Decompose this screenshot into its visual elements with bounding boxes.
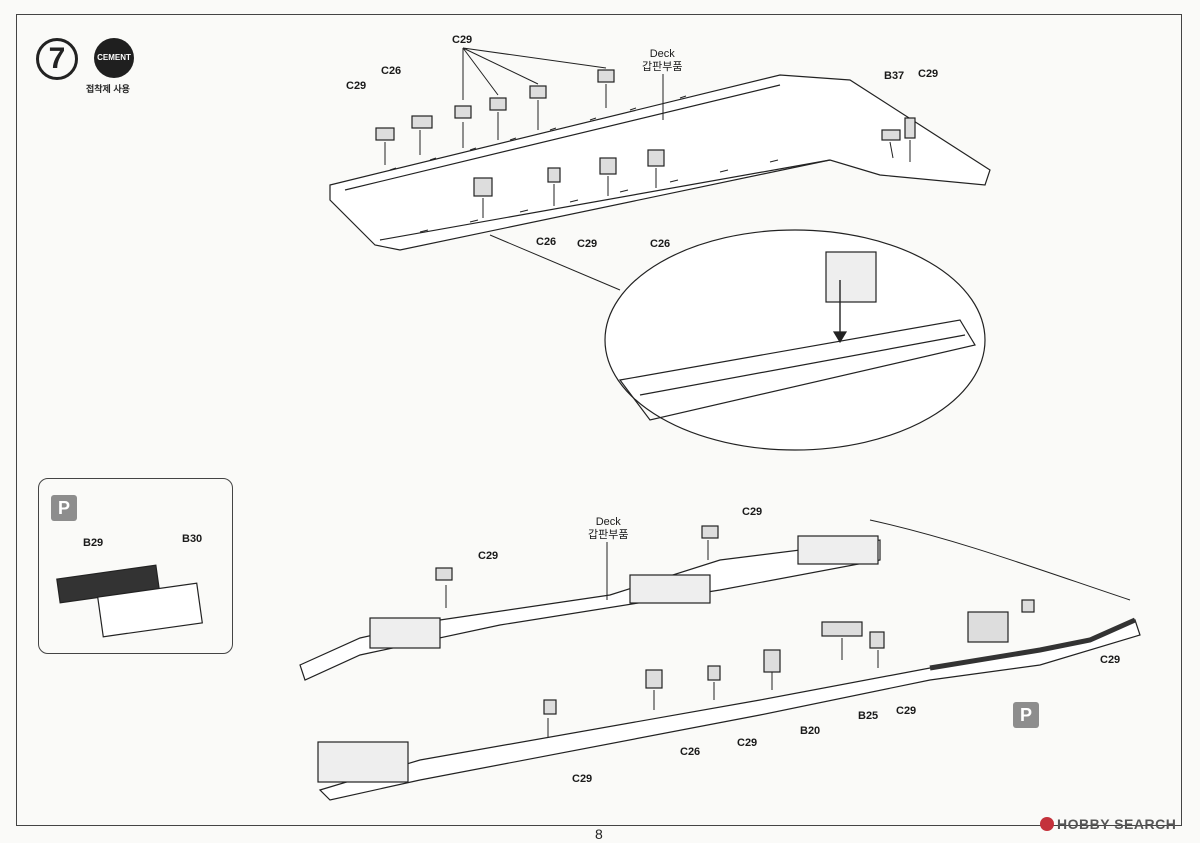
- part-label-c29-lower6: C29: [896, 705, 917, 717]
- step-number-circle: 7: [36, 38, 78, 80]
- lower-p-badge: P: [1013, 702, 1039, 728]
- part-label-b20: B20: [800, 725, 821, 737]
- part-label-b25: B25: [858, 710, 879, 722]
- part-label-b29: B29: [83, 537, 104, 549]
- part-label-c26-pair: C26: [650, 238, 671, 250]
- watermark-text: HOBBY SEARCH: [1057, 816, 1177, 832]
- deck-label-en: Deck: [649, 48, 675, 60]
- part-label-c29-lower2: C29: [742, 506, 763, 518]
- part-label-c29-right: C29: [918, 68, 939, 80]
- deck-label-lower-en: Deck: [595, 516, 621, 528]
- part-label-c26-mid: C26: [536, 236, 557, 248]
- page-number: 8: [595, 826, 603, 842]
- part-label-c29-left: C29: [346, 80, 367, 92]
- deck-label-lower: Deck 갑판부품: [588, 516, 628, 542]
- deck-label-lower-ko: 갑판부품: [588, 529, 629, 541]
- part-label-c29-lower1: C29: [478, 550, 499, 562]
- hobby-search-logo-icon: [1040, 817, 1054, 831]
- inset-p-badge: P: [51, 495, 77, 521]
- part-label-c29-top: C29: [452, 34, 473, 46]
- part-label-c29-lower3: C29: [1100, 654, 1121, 666]
- part-label-c29-lower4: C29: [572, 773, 593, 785]
- inset-panel: P B29 B30: [38, 478, 233, 654]
- watermark: HOBBY SEARCH: [1040, 816, 1176, 832]
- deck-label-ko: 갑판부품: [642, 61, 683, 73]
- part-label-c26-top: C26: [381, 65, 402, 77]
- part-label-c29-mid: C29: [577, 238, 598, 250]
- cement-note: 접착제 사용: [86, 84, 130, 94]
- part-label-b30: B30: [182, 533, 203, 545]
- part-label-b37: B37: [884, 70, 905, 82]
- part-label-c26-lower: C26: [680, 746, 701, 758]
- page-border: [16, 14, 1182, 826]
- cement-icon: CEMENT: [94, 38, 134, 78]
- part-label-c29-lower5: C29: [737, 737, 758, 749]
- deck-label-upper: Deck 갑판부품: [642, 48, 682, 74]
